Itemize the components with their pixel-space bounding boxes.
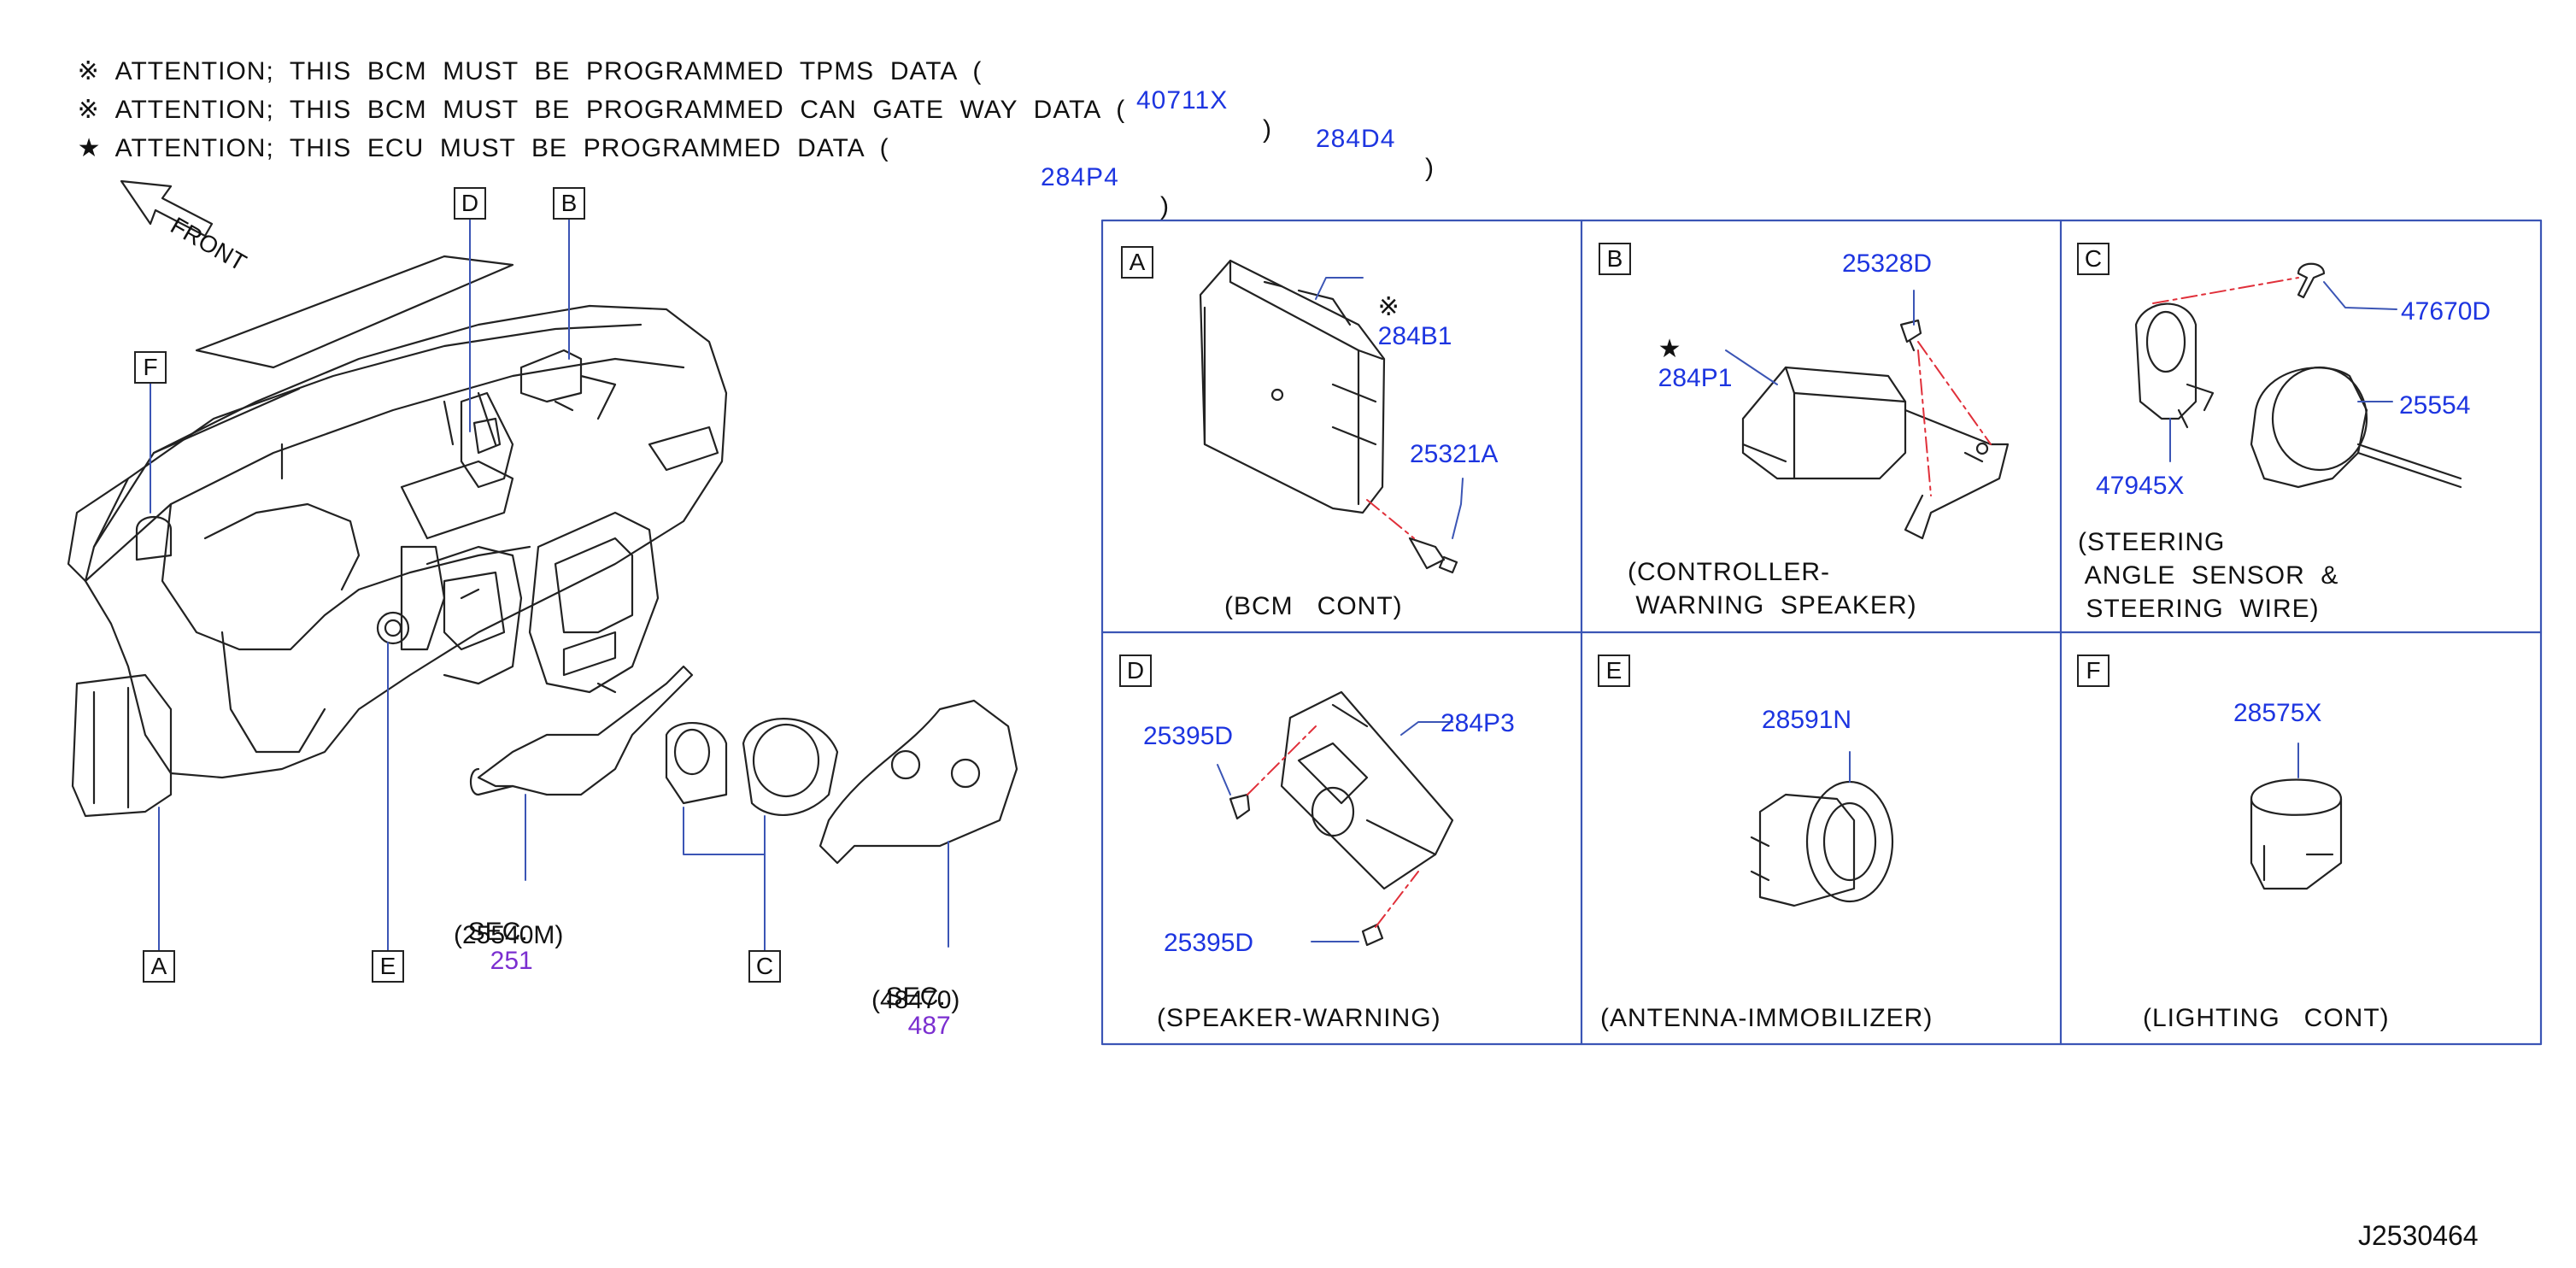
part-number-25395d-lower[interactable]: 25395D bbox=[1164, 929, 1254, 957]
lighting-control-small bbox=[135, 516, 173, 561]
part-number-47670d[interactable]: 47670D bbox=[2401, 297, 2491, 326]
screw-icon bbox=[1361, 923, 1384, 947]
panel-letter-e: E bbox=[1598, 655, 1630, 687]
controller-warning-speaker-small bbox=[519, 349, 617, 420]
section-number[interactable]: 487 bbox=[907, 1012, 951, 1040]
section-prefix: SEC. bbox=[467, 918, 528, 946]
panel-caption-controller-warning-speaker: (CONTROLLER- WARNING SPEAKER) bbox=[1628, 558, 1917, 619]
lighting-control-drawing bbox=[2250, 778, 2343, 890]
part-number-25321a[interactable]: 25321A bbox=[1410, 440, 1499, 468]
warning-speaker-drawing bbox=[1741, 366, 2010, 540]
callout-letter-e[interactable]: E bbox=[372, 950, 404, 983]
note-text: ATTENTION; THIS BCM MUST BE PROGRAMMED C… bbox=[114, 96, 1126, 124]
reference-mark-icon: ※ bbox=[77, 56, 100, 86]
screw-icon bbox=[1408, 537, 1458, 574]
panel-letter-c: C bbox=[2077, 243, 2110, 275]
part-number-28591n[interactable]: 28591N bbox=[1762, 706, 1852, 734]
part-number-47945x[interactable]: 47945X bbox=[2096, 472, 2185, 500]
section-ref-487: SEC. 487 bbox=[871, 954, 951, 1041]
screw-icon bbox=[1899, 319, 1922, 352]
part-number-25395d-upper[interactable]: 25395D bbox=[1143, 722, 1234, 750]
combination-switch bbox=[477, 665, 694, 796]
callout-letter-a[interactable]: A bbox=[143, 950, 175, 983]
diagram-id: J2530464 bbox=[2358, 1220, 2479, 1251]
attention-note-3: ★ ATTENTION; THIS ECU MUST BE PROGRAMMED … bbox=[62, 104, 1169, 221]
front-arrow-icon bbox=[120, 179, 214, 238]
note-close: ) bbox=[1160, 192, 1170, 220]
panel-caption-lighting-control: (LIGHTING CONT) bbox=[2143, 1004, 2390, 1032]
antenna-immobilizer-drawing bbox=[1750, 780, 1894, 907]
panel-letter-a: A bbox=[1121, 246, 1153, 279]
panel-letter-f: F bbox=[2077, 655, 2110, 687]
note-part-code[interactable]: 284P4 bbox=[1041, 163, 1119, 191]
section-ref-251: SEC. 251 bbox=[454, 889, 533, 976]
note-text: ATTENTION; THIS BCM MUST BE PROGRAMMED T… bbox=[114, 57, 983, 85]
note-part-code[interactable]: 40711X bbox=[1136, 86, 1229, 114]
attention-note-1: ※ ATTENTION; THIS BCM MUST BE PROGRAMMED … bbox=[62, 27, 1271, 144]
panel-caption-bcm: (BCM CONT) bbox=[1224, 592, 1403, 620]
antenna-immobilizer-small bbox=[376, 611, 410, 645]
speaker-warning-small bbox=[460, 391, 514, 489]
reference-mark-icon: ※ bbox=[1377, 292, 1399, 322]
panel-letter-d: D bbox=[1119, 655, 1152, 687]
steering-angle-sensor-drawing bbox=[2134, 302, 2215, 429]
star-mark-icon: ★ bbox=[1658, 334, 1681, 364]
section-number[interactable]: 251 bbox=[490, 947, 533, 975]
note-part-code[interactable]: 284D4 bbox=[1316, 125, 1396, 153]
panel-caption-steering-angle-sensor: (STEERING ANGLE SENSOR & STEERING WIRE) bbox=[2078, 528, 2339, 623]
bcm-drawing bbox=[1199, 259, 1386, 514]
reference-mark-icon: ※ bbox=[77, 95, 100, 125]
callout-letter-f[interactable]: F bbox=[134, 351, 167, 384]
note-close: ) bbox=[1425, 154, 1435, 182]
part-number-25554[interactable]: 25554 bbox=[2399, 391, 2471, 420]
note-close: ) bbox=[1263, 115, 1272, 144]
spiral-cable bbox=[742, 718, 839, 817]
note-text: ATTENTION; THIS ECU MUST BE PROGRAMMED D… bbox=[114, 134, 889, 162]
bcm-small bbox=[71, 673, 173, 818]
column-cover bbox=[819, 699, 1018, 865]
part-number-28575x[interactable]: 28575X bbox=[2233, 699, 2322, 727]
speaker-warning-drawing bbox=[1280, 690, 1454, 890]
spiral-cable-drawing bbox=[2250, 366, 2462, 489]
part-number[interactable]: 284B1 bbox=[1377, 322, 1452, 350]
part-number-25328d[interactable]: 25328D bbox=[1842, 249, 1933, 278]
section-part-48470: (48470) bbox=[871, 986, 960, 1014]
steering-angle-sensor bbox=[665, 721, 728, 805]
attention-note-2: ※ ATTENTION; THIS BCM MUST BE PROGRAMMED … bbox=[62, 66, 1434, 183]
part-number-284p3[interactable]: 284P3 bbox=[1441, 709, 1515, 737]
panel-letter-b: B bbox=[1599, 243, 1631, 275]
part-label-284p1: ★ 284P1 bbox=[1644, 305, 1733, 393]
star-mark-icon: ★ bbox=[77, 133, 102, 163]
section-prefix: SEC. bbox=[885, 983, 946, 1011]
screw-icon bbox=[2297, 262, 2326, 299]
panel-caption-speaker-warning: (SPEAKER-WARNING) bbox=[1157, 1004, 1441, 1032]
callout-letter-c[interactable]: C bbox=[748, 950, 781, 983]
panel-caption-antenna-immobilizer: (ANTENNA-IMMOBILIZER) bbox=[1600, 1004, 1933, 1032]
callout-letter-b[interactable]: B bbox=[553, 187, 585, 220]
dashboard-illustration bbox=[67, 255, 728, 779]
screw-icon bbox=[1229, 793, 1251, 820]
section-part-25540m: (25540M) bbox=[454, 921, 564, 949]
callout-letter-d[interactable]: D bbox=[454, 187, 486, 220]
part-label-284b1: ※ 284B1 bbox=[1364, 263, 1452, 351]
part-number[interactable]: 284P1 bbox=[1658, 364, 1733, 392]
